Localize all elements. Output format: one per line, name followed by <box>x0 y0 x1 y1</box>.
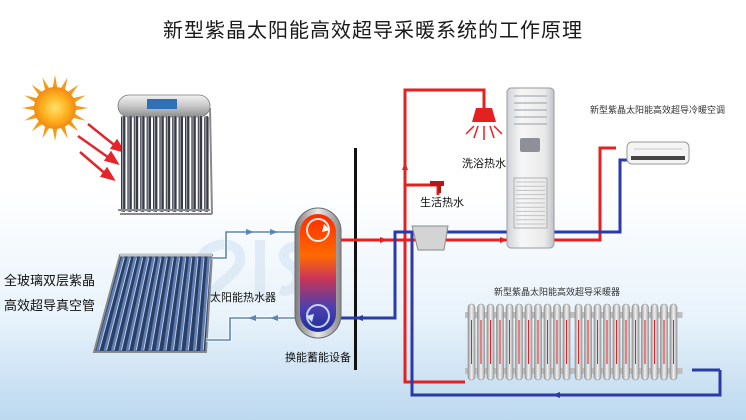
radiators <box>465 303 683 381</box>
solar-water-heater-unit <box>117 94 213 215</box>
radiator-label: 新型紫晶太阳能高效超导采暖器 <box>494 288 621 298</box>
collector-pipes <box>206 230 298 342</box>
shower-label: 洗浴热水 <box>462 157 506 170</box>
collector-flow-arrows <box>246 229 278 321</box>
hot-flow-arrows <box>380 162 508 243</box>
wall-air-conditioner <box>626 141 690 165</box>
page-title: 新型紫晶太阳能高效超导采暖系统的工作原理 <box>163 18 583 42</box>
wall <box>354 148 357 370</box>
sink <box>411 225 449 251</box>
ac-unit-label: 新型紫晶太阳能高效超导冷暖空调 <box>590 106 726 116</box>
tap-label: 生活热水 <box>420 196 464 209</box>
vacuum-tube-collector <box>92 253 214 353</box>
heat-exchanger-label: 换能蓄能设备 <box>285 351 351 364</box>
shower-head-icon <box>465 108 503 140</box>
floor-standing-air-conditioner <box>506 87 555 249</box>
faucet-icon <box>430 181 444 193</box>
cold-flow-arrows <box>355 315 560 398</box>
sun-icon <box>22 75 88 141</box>
solar-water-heater-label: 太阳能热水器 <box>210 291 276 304</box>
collector-label-line1: 全玻璃双层紫晶 <box>4 274 96 289</box>
heat-exchange-tank <box>294 207 342 339</box>
collector-label-line2: 高效超导真空管 <box>4 299 96 314</box>
heat-rays <box>77 123 126 182</box>
